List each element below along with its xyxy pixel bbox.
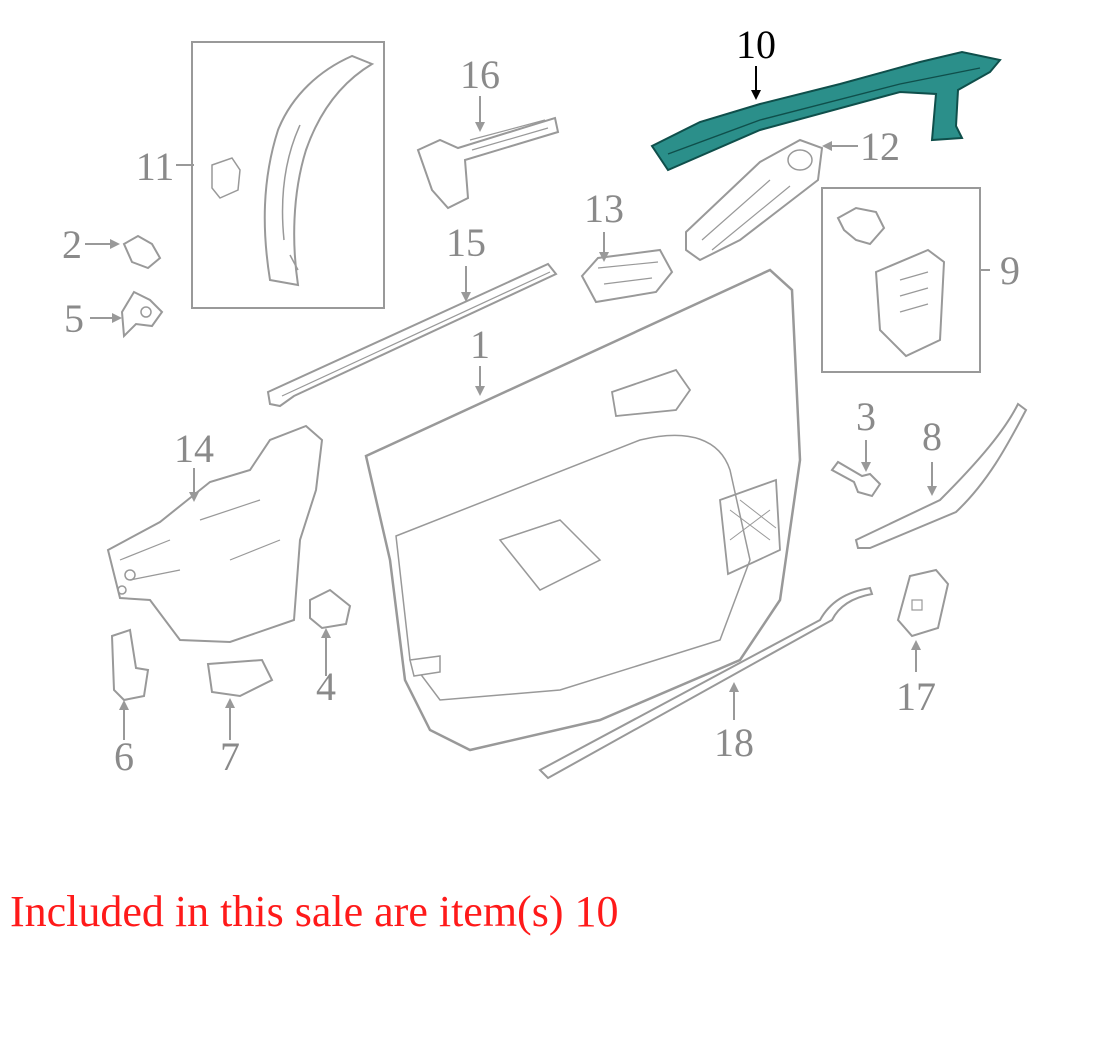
part-16-trim-piece xyxy=(416,116,560,210)
part-2-push-pin xyxy=(122,234,162,270)
callout-17: 17 xyxy=(896,674,936,719)
callout-18: 18 xyxy=(714,720,754,765)
part-4-cup xyxy=(309,588,352,630)
part-17-switch xyxy=(896,568,950,638)
callout-4: 4 xyxy=(316,664,336,709)
callout-10: 10 xyxy=(736,22,776,67)
part-8-strip xyxy=(854,402,1028,549)
leader-lines xyxy=(85,66,990,740)
part-18-long-strip xyxy=(538,586,874,780)
part-1-door-trim-panel xyxy=(364,268,802,752)
part-5-bracket xyxy=(120,290,164,339)
callout-1: 1 xyxy=(470,322,490,367)
callout-16: 16 xyxy=(460,52,500,97)
part-9-clip-and-vent xyxy=(821,187,981,373)
callout-13: 13 xyxy=(584,186,624,231)
part-13-switch xyxy=(580,248,674,304)
callout-12: 12 xyxy=(860,124,900,169)
callout-3: 3 xyxy=(856,394,876,439)
part-6-end-cap xyxy=(110,628,150,702)
part-10-highlighted-trim xyxy=(650,50,1002,172)
part-14-inner-panel xyxy=(106,424,324,644)
callout-8: 8 xyxy=(922,414,942,459)
callout-7: 7 xyxy=(220,734,240,779)
part-3-pin xyxy=(830,460,882,498)
callout-15: 15 xyxy=(446,220,486,265)
callout-2: 2 xyxy=(62,222,82,267)
callout-14: 14 xyxy=(174,426,214,471)
sale-items-caption: Included in this sale are item(s) 10 xyxy=(10,887,619,936)
callout-6: 6 xyxy=(114,734,134,779)
callout-labels: 1 2 3 4 5 6 7 8 9 10 11 12 13 14 15 16 1… xyxy=(62,22,1020,779)
part-15-belt-weatherstrip xyxy=(266,262,558,408)
part-11-pillar-trim xyxy=(191,41,385,309)
callout-5: 5 xyxy=(64,296,84,341)
part-12-switch-bezel xyxy=(685,138,824,262)
callout-9: 9 xyxy=(1000,248,1020,293)
callout-11: 11 xyxy=(136,144,175,189)
part-7-cover xyxy=(206,658,274,698)
